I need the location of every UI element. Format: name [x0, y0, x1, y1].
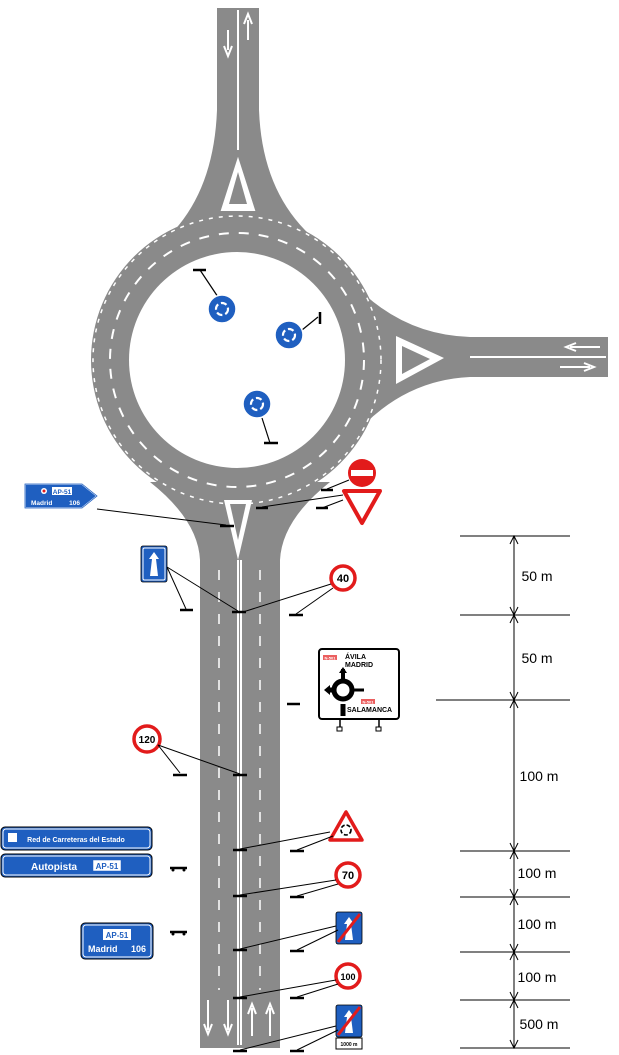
roundabout-sign-1	[207, 294, 237, 324]
autopista-sign: Autopista AP-51	[0, 853, 187, 878]
panel-line1: ÁVILA	[345, 652, 366, 661]
south-splitter-inner	[230, 504, 246, 540]
dim-label-1: 50 m	[521, 650, 552, 666]
dimension-annotations: 50 m 50 m 100 m 100 m 100 m 100 m 500 m	[436, 534, 570, 1050]
south-arrow-down-2	[223, 1000, 233, 1037]
confirm-dest: Madrid	[88, 944, 118, 954]
end-of-motorway-sign-1	[233, 911, 363, 953]
confirm-road: AP-51	[106, 931, 129, 940]
confirmation-sign: AP-51 Madrid 106	[80, 922, 187, 960]
roundabout-warning-sign	[233, 810, 364, 853]
panel-line2: MADRID	[345, 662, 373, 669]
direction-top-km: 106	[69, 500, 80, 507]
speed-70-value: 70	[342, 870, 354, 882]
panel-badge-top: N-501	[325, 656, 337, 661]
dim-label-4: 100 m	[518, 916, 557, 932]
confirm-km: 106	[131, 944, 146, 954]
dim-label-2: 100 m	[520, 768, 559, 784]
end-plate-text: 1000 m	[341, 1042, 359, 1048]
road-network	[91, 8, 608, 1048]
north-splitter-inner	[229, 172, 247, 204]
island-roundabout-signs	[193, 268, 322, 445]
motorway-sign	[140, 545, 246, 614]
roundabout-sign-2	[274, 320, 304, 350]
south-arrow-down-1	[203, 1000, 213, 1037]
speed-limit-40-sign: 40	[242, 564, 357, 617]
ring-lane-line	[109, 232, 365, 488]
roundabout-sign-3	[242, 389, 272, 419]
south-arrow-up-1	[247, 1001, 257, 1036]
roundabout-island	[129, 252, 345, 468]
speed-100-value: 100	[340, 972, 355, 982]
dim-label-5: 100 m	[518, 969, 557, 985]
dim-label-3: 100 m	[518, 865, 557, 881]
red-estado-text: Red de Carreteras del Estado	[27, 837, 125, 844]
direction-top-road: AP-51	[53, 489, 72, 496]
end-of-motorway-sign-2: 1000 m	[233, 1004, 363, 1053]
roundabout-direction-panel: N-501 ÁVILA MADRID N-501 SALAMANCA	[287, 648, 400, 732]
yield-sign	[256, 489, 382, 525]
east-arrow-right	[560, 362, 597, 372]
speed-120-value: 120	[139, 735, 156, 746]
dim-label-0: 50 m	[521, 568, 552, 584]
no-entry-sign	[321, 459, 376, 492]
panel-badge-bottom: N-501	[363, 700, 375, 705]
autopista-label: Autopista	[31, 862, 78, 873]
north-arrow-up	[243, 11, 253, 40]
ring-edge-line	[92, 215, 382, 505]
panel-line3: SALAMANCA	[347, 707, 392, 714]
red-carreteras-estado-sign: Red de Carreteras del Estado	[0, 826, 153, 851]
direction-top-dest: Madrid	[31, 500, 52, 507]
dim-label-6: 500 m	[520, 1016, 559, 1032]
east-splitter-inner	[402, 346, 430, 374]
south-arrow-up-2	[265, 1001, 275, 1036]
speed-limit-120-sign: 120	[132, 724, 247, 777]
autopista-road: AP-51	[96, 862, 119, 871]
direction-sign-top: AP-51 Madrid 106	[24, 483, 234, 528]
east-arrow-left	[563, 342, 600, 352]
speed-limit-70-sign: 70	[233, 861, 362, 899]
speed-40-value: 40	[337, 573, 349, 585]
speed-limit-100-sign: 100	[233, 962, 362, 1000]
north-arrow-down	[223, 30, 233, 59]
